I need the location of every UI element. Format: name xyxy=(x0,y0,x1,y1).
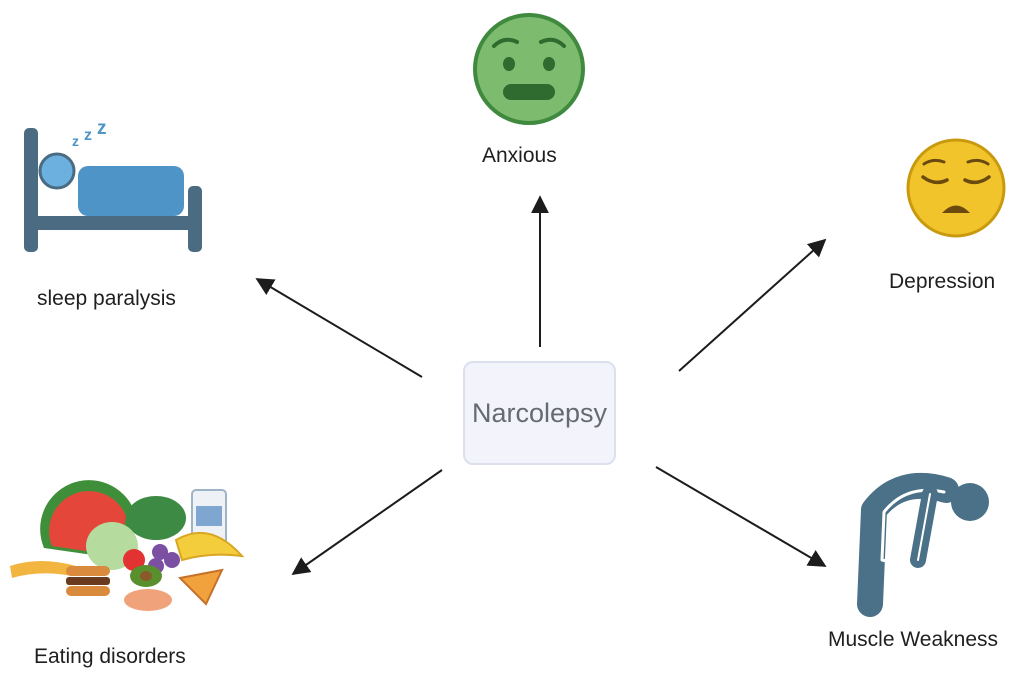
sleeping-in-bed-icon: z z z xyxy=(24,118,202,252)
center-node-narcolepsy: Narcolepsy xyxy=(463,361,616,465)
food-pile-icon xyxy=(10,480,245,611)
label-anxious: Anxious xyxy=(482,144,557,167)
center-node-label: Narcolepsy xyxy=(471,397,608,428)
label-depression: Depression xyxy=(889,270,996,293)
arrow-to-sleep-paralysis xyxy=(255,278,423,378)
arrow-to-depression xyxy=(678,238,827,372)
arrow-to-eating-disorders xyxy=(291,469,443,576)
hunched-person-icon xyxy=(857,472,989,617)
label-eating-disorders: Eating disorders xyxy=(34,645,186,668)
sad-face-icon xyxy=(906,138,1006,238)
label-sleep-paralysis: sleep paralysis xyxy=(37,287,176,310)
svg-text:z: z xyxy=(72,133,79,149)
label-muscle-weakness: Muscle Weakness xyxy=(828,628,999,651)
svg-text:z: z xyxy=(97,118,107,139)
svg-text:z: z xyxy=(84,127,92,144)
anxious-face-icon xyxy=(473,13,585,125)
arrow-to-muscle-weakness xyxy=(655,466,827,567)
